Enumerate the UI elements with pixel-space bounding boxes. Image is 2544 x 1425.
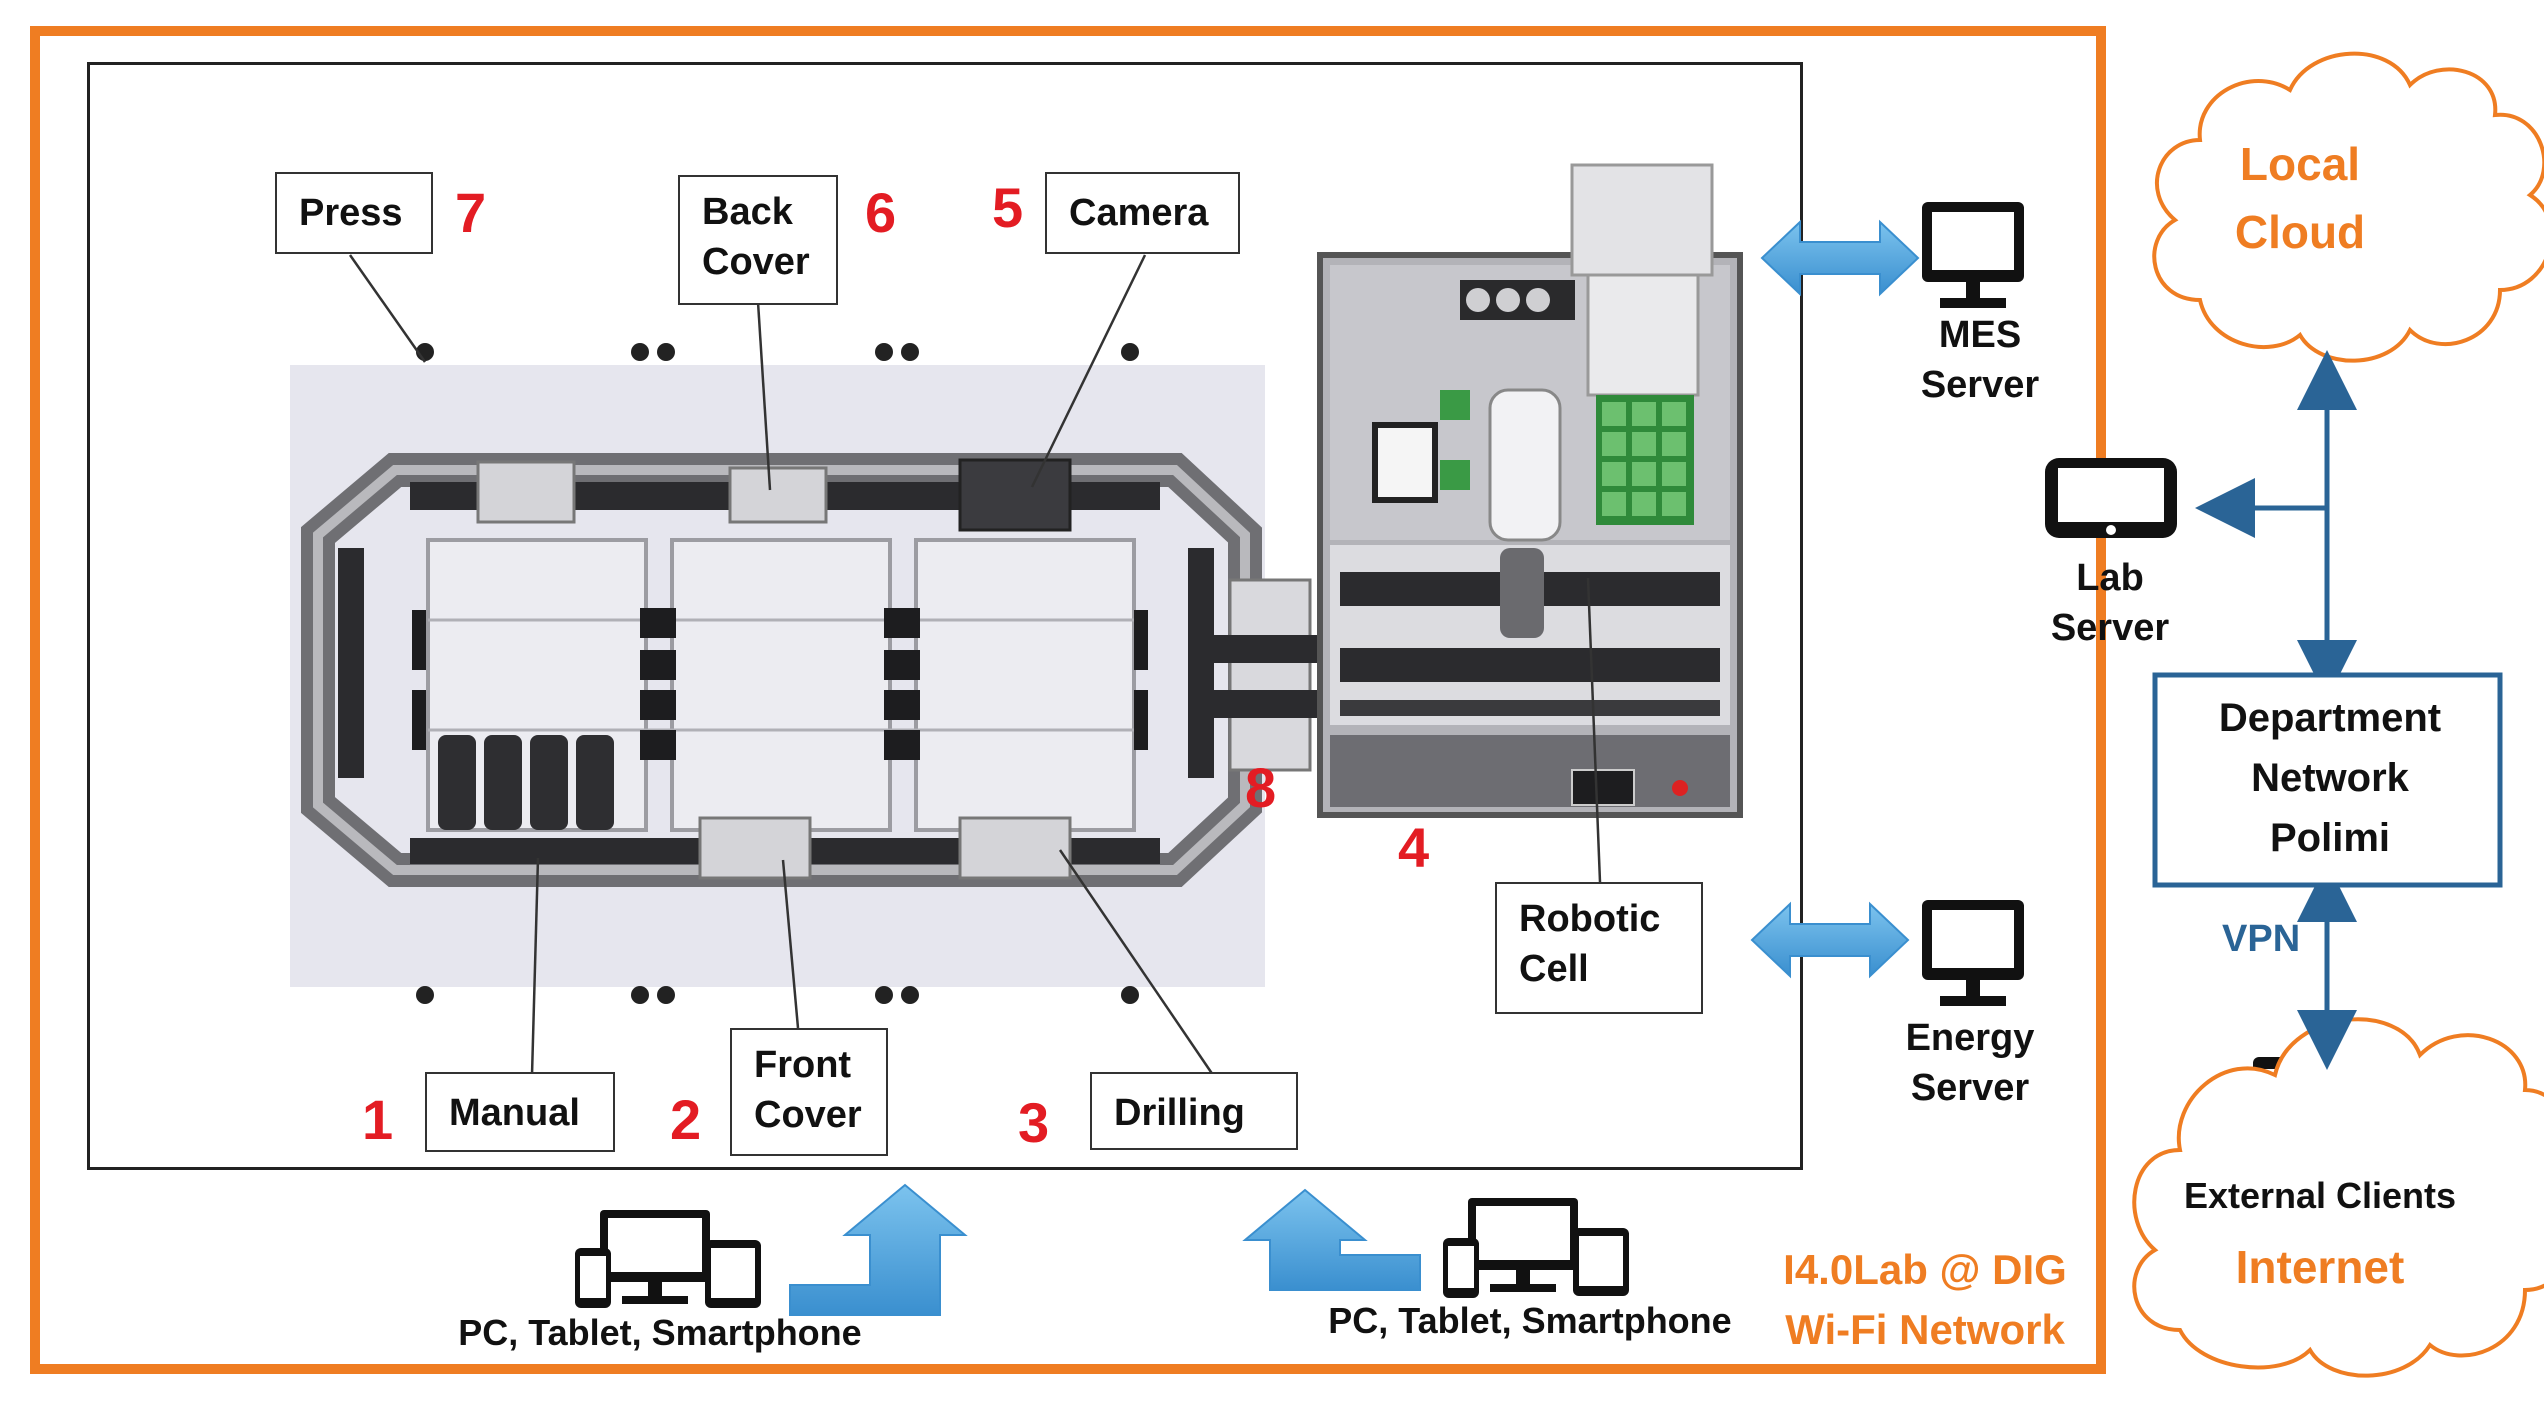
camera-label-text: Camera (1069, 192, 1209, 234)
drilling-label: Drilling (1090, 1072, 1298, 1150)
mes-server-line2: Server (1920, 364, 2040, 406)
energy-monitor-icon (1922, 900, 2024, 1006)
internet-cloud-shape (2132, 1017, 2544, 1378)
back-cover-number: 6 (865, 181, 897, 244)
left-devices-caption: PC, Tablet, Smartphone (458, 1312, 862, 1353)
wifi-line1: I4.0Lab @ DIG (1783, 1246, 2067, 1293)
mes-server-label: MES Server (1900, 310, 2060, 410)
robotic-cell-label: Robotic Cell (1495, 882, 1703, 1014)
conveyor-8-number: 8 (1245, 756, 1277, 819)
external-clients-label: External Clients (2183, 1175, 2457, 1216)
robotic-cell-line2: Cell (1519, 948, 1589, 990)
right-devices-caption: PC, Tablet, Smartphone (1328, 1300, 1732, 1341)
mes-link-arrow (1760, 219, 1920, 297)
right-devices-icon (1443, 1198, 1629, 1298)
production-line (290, 343, 1265, 1004)
manual-number: 1 (362, 1088, 394, 1151)
lab-server-line1: Lab (2076, 557, 2144, 599)
press-number: 7 (455, 181, 487, 244)
left-devices-icon (575, 1210, 761, 1308)
drilling-number: 3 (1018, 1091, 1050, 1154)
department-line2: Network (2251, 756, 2409, 800)
back-cover-label: Back Cover (678, 175, 838, 305)
manual-label: Manual (425, 1072, 615, 1152)
camera-number: 5 (992, 176, 1024, 239)
manual-label-text: Manual (449, 1092, 580, 1134)
wifi-network-label: I4.0Lab @ DIG Wi-Fi Network (1770, 1240, 2080, 1360)
press-label-text: Press (299, 192, 403, 234)
energy-server-label: Energy Server (1890, 1013, 2050, 1113)
local-cloud-line1: Local (2239, 138, 2361, 190)
energy-server-line2: Server (1910, 1067, 2030, 1109)
internet-label: Internet (2235, 1241, 2405, 1293)
robotic-cell (1317, 163, 1743, 818)
lab-server-label: Lab Server (2030, 553, 2190, 653)
front-cover-line1: Front (754, 1044, 852, 1086)
vpn-label: VPN (2222, 918, 2301, 960)
pointer-lines (348, 254, 1602, 1076)
front-cover-number: 2 (670, 1088, 702, 1151)
department-line3: Polimi (2269, 816, 2391, 860)
department-line1: Department (2218, 696, 2442, 740)
local-cloud-shape (2152, 51, 2544, 363)
department-network-box (2152, 672, 2503, 888)
robotic-cell-line1: Robotic (1519, 898, 1661, 940)
robotic-cell-number: 4 (1398, 816, 1430, 879)
wifi-network-frame (30, 26, 2106, 1374)
back-cover-line2: Cover (702, 241, 810, 283)
energy-link-arrow (1750, 901, 1910, 979)
local-cloud-line2: Cloud (2234, 206, 2366, 258)
network-lines (2195, 350, 2357, 1070)
wifi-line2: Wi-Fi Network (1785, 1306, 2065, 1353)
local-cloud-label: Local Cloud (2230, 130, 2370, 266)
energy-server-line1: Energy (1905, 1017, 2035, 1059)
lab-tablet-icon (2045, 458, 2177, 538)
drilling-label-text: Drilling (1114, 1092, 1245, 1134)
mes-monitor-icon (1922, 202, 2024, 308)
back-cover-line1: Back (702, 191, 793, 233)
mes-server-line1: MES (1938, 314, 2022, 356)
press-label: Press (275, 172, 433, 254)
department-network-label: Department Network Polimi (2160, 688, 2500, 868)
right-device-arrow (1242, 1188, 1421, 1291)
lab-server-line2: Server (2050, 607, 2170, 649)
front-cover-line2: Cover (754, 1094, 862, 1136)
camera-label: Camera (1045, 172, 1240, 254)
front-cover-label: Front Cover (730, 1028, 888, 1156)
left-device-arrow (789, 1183, 968, 1316)
